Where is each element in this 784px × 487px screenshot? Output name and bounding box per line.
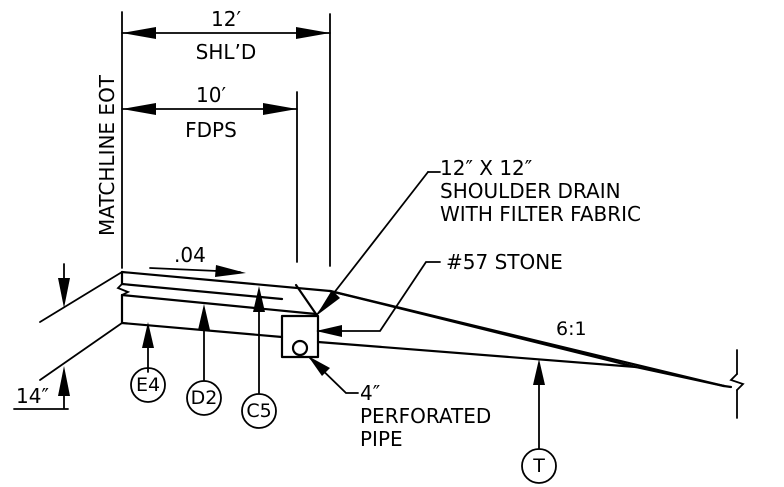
drain-callout: 12″ X 12″ SHOULDER DRAIN WITH FILTER FAB… (315, 156, 641, 317)
callout-d2-text: D2 (191, 387, 218, 409)
drain-text-line1: 12″ X 12″ (440, 156, 532, 180)
callout-c5: C5 (241, 286, 277, 429)
depth-text: 14″ (16, 384, 49, 408)
matchline-label: MATCHLINE EOT (95, 74, 119, 236)
side-slope-text: 6:1 (556, 318, 587, 340)
callout-d2: D2 (186, 304, 222, 416)
stone-text: #57 STONE (446, 250, 563, 274)
callout-t-text: T (532, 455, 545, 477)
fdps-dimension: 10′ FDPS (121, 83, 298, 142)
drain-text-line3: WITH FILTER FABRIC (440, 202, 641, 226)
shoulder-label-text: SHL’D (196, 40, 257, 64)
drain-text-line2: SHOULDER DRAIN (440, 179, 621, 203)
pipe-text-line3: PIPE (360, 427, 403, 451)
shoulder-slope: .04 (149, 243, 246, 277)
fdps-label-text: FDPS (185, 118, 237, 142)
depth-dimension: 14″ (13, 263, 70, 410)
perforated-pipe-circle (291, 339, 309, 357)
shoulder-slope-text: .04 (174, 243, 206, 267)
callout-c5-text: C5 (246, 400, 271, 422)
pipe-text-line1: 4″ (360, 381, 380, 405)
shoulder-drain (280, 314, 320, 359)
fdps-width-text: 10′ (196, 83, 226, 107)
shoulder-dimension: 12′ SHL’D (121, 7, 331, 64)
callout-t: T (521, 359, 557, 484)
pipe-callout: 4″ PERFORATED PIPE (308, 356, 491, 451)
callout-e4: E4 (130, 322, 166, 403)
stone-callout: #57 STONE (316, 250, 563, 337)
shoulder-width-text: 12′ (211, 7, 241, 31)
callout-e4-text: E4 (136, 374, 160, 396)
pipe-text-line2: PERFORATED (360, 404, 491, 428)
